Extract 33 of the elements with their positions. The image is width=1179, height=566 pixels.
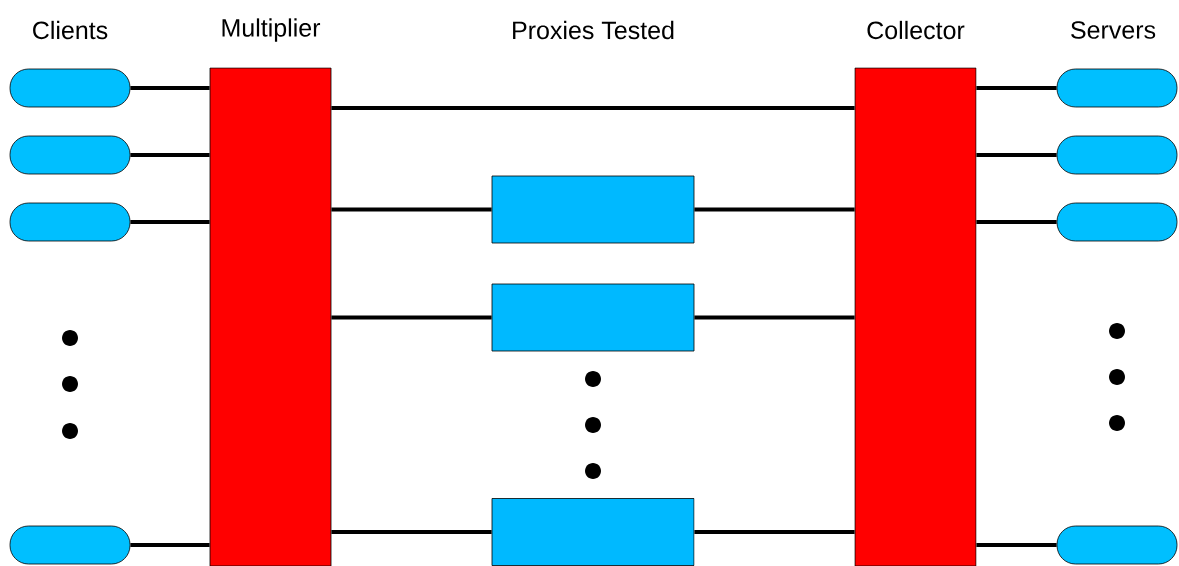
connector-line — [976, 543, 1057, 547]
client-server-pill — [9, 135, 131, 175]
proxy-box — [491, 175, 695, 244]
client-server-pill — [9, 202, 131, 242]
connector-line — [694, 530, 855, 534]
connector-line — [331, 106, 855, 110]
client-server-pill — [1056, 525, 1178, 565]
connector-line — [694, 207, 855, 212]
client-server-pill — [9, 68, 131, 108]
connector-line — [331, 530, 492, 534]
column-heading: Proxies Tested — [513, 20, 674, 40]
connector-line — [130, 543, 210, 547]
proxy-box — [491, 498, 695, 566]
connector-line — [331, 315, 492, 320]
node-label: Multiplier — [222, 18, 321, 42]
connector-line — [130, 153, 210, 157]
splitter-bar: Multiplier — [209, 18, 332, 566]
connector-line — [694, 315, 855, 320]
node-label: Collector — [867, 20, 965, 40]
connector-line — [976, 153, 1057, 157]
connector-line — [331, 207, 492, 212]
connector-line — [130, 220, 210, 224]
client-server-pill — [1056, 135, 1178, 175]
splitter-bar: Collector — [854, 20, 977, 566]
connector-line — [976, 86, 1057, 90]
column-heading: Clients — [33, 20, 108, 40]
connector-line — [976, 220, 1057, 224]
column-heading: Servers — [1071, 21, 1156, 39]
client-server-pill — [1056, 202, 1178, 242]
connector-line — [130, 86, 210, 90]
proxy-box — [491, 283, 695, 352]
client-server-pill — [9, 525, 131, 565]
client-server-pill — [1056, 68, 1178, 108]
